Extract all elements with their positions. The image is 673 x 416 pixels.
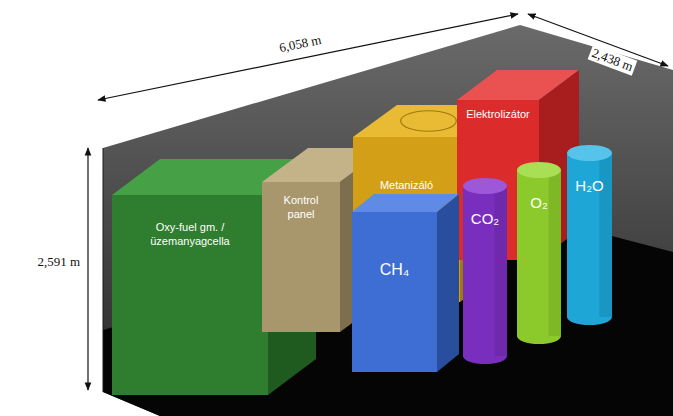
cylinder-shape xyxy=(567,145,612,325)
cylinder-top xyxy=(567,145,612,161)
gas-cylinder: O₂ xyxy=(517,162,561,344)
cylinder-body xyxy=(567,153,612,325)
gas-cylinder: H₂O xyxy=(567,145,612,325)
node-label: CH₄ xyxy=(355,260,435,280)
cylinder-body xyxy=(463,186,507,364)
control-panel-box: Kontrol panel xyxy=(262,182,340,332)
fuel-cell-box: Oxy-fuel gm. /üzemanyagcella xyxy=(112,195,268,395)
box-front xyxy=(352,212,437,372)
box-front xyxy=(262,182,340,332)
container-wall xyxy=(103,25,673,416)
node-label: Metanizáló xyxy=(359,179,454,193)
node-label: CO₂ xyxy=(464,210,506,229)
node-label: H₂O xyxy=(568,177,611,196)
gas-cylinder: CO₂ xyxy=(463,178,507,364)
box-front xyxy=(112,195,268,395)
node-label: Oxy-fuel gm. /üzemanyagcella xyxy=(138,221,242,249)
dimension-label: 2,591 m xyxy=(35,254,82,270)
lid-outline xyxy=(401,111,457,131)
cylinder-top xyxy=(517,162,561,178)
dimension-arrow xyxy=(98,14,518,100)
dimension-label: 6,058 m xyxy=(276,31,325,56)
container-edge xyxy=(103,148,104,392)
cylinder-top xyxy=(463,178,507,194)
box-side xyxy=(437,194,459,372)
cylinder-shade xyxy=(549,170,561,336)
dimension-arrow xyxy=(87,148,88,390)
node-label: Elektrolizátor xyxy=(459,108,537,122)
node-label: Kontrol panel xyxy=(271,194,331,222)
cylinder-body xyxy=(517,170,561,344)
node-label: O₂ xyxy=(518,194,560,213)
gas-tank-box: CH₄ xyxy=(352,212,437,372)
cylinder-shape xyxy=(517,162,561,344)
cylinder-shape xyxy=(463,178,507,364)
box-faces xyxy=(352,194,459,372)
